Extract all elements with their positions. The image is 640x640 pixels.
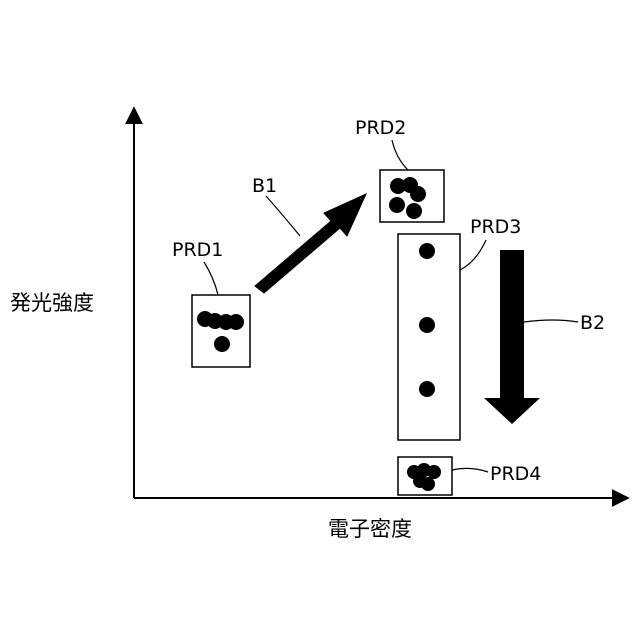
prd3-dot (419, 381, 435, 397)
prd1-label: PRD1 (172, 239, 223, 261)
group-prd1: PRD1 (172, 239, 250, 367)
arrow-b1-label: B1 (252, 175, 277, 197)
prd4-dot (427, 465, 441, 479)
prd3-leader (460, 240, 486, 270)
prd3-box (398, 234, 460, 440)
group-prd2: PRD2 (355, 117, 444, 222)
prd3-dot (419, 243, 435, 259)
prd1-dot (228, 314, 244, 330)
arrow-b2-label: B2 (580, 312, 605, 334)
prd3-label: PRD3 (470, 216, 521, 238)
arrow-b1-shape (255, 194, 366, 293)
x-axis-label: 電子密度 (328, 517, 412, 541)
group-prd4: PRD4 (398, 457, 541, 495)
prd2-dot (410, 186, 426, 202)
prd4-label: PRD4 (490, 463, 541, 485)
prd1-leader (204, 262, 218, 295)
arrow-b2: B2 (484, 250, 605, 424)
prd1-box (192, 295, 250, 367)
prd2-dot (406, 203, 422, 219)
prd2-dot (389, 197, 405, 213)
prd1-dot (214, 336, 230, 352)
y-axis-label: 発光強度 (10, 291, 94, 315)
arrow-b1: B1 (252, 175, 366, 293)
arrow-b2-leader (524, 320, 578, 322)
arrow-b1-leader (266, 196, 300, 236)
prd4-dot (421, 477, 435, 491)
arrow-b2-shape (484, 250, 540, 424)
prd4-leader (452, 468, 488, 472)
prd2-leader (392, 140, 408, 170)
prd2-label: PRD2 (355, 117, 406, 139)
prd3-dot (419, 317, 435, 333)
